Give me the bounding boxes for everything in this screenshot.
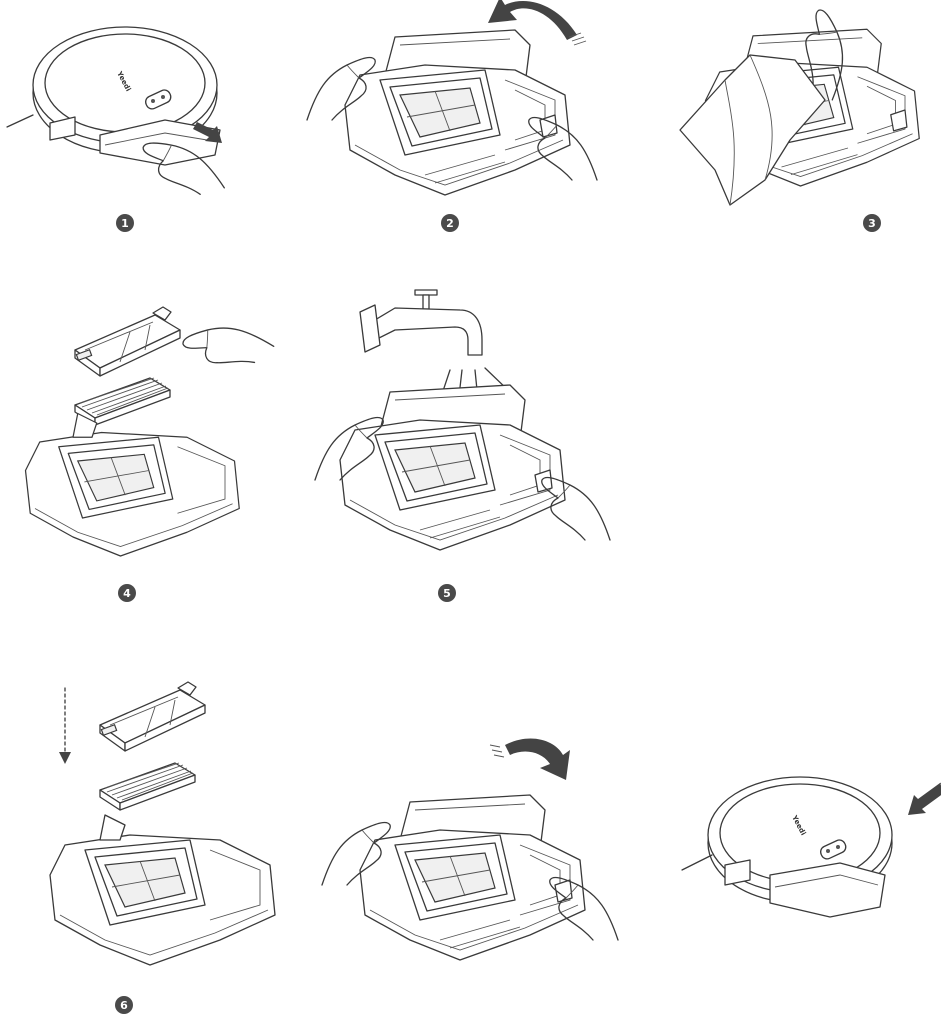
svg-text:2: 2 [446, 217, 454, 230]
step-badge-3: 3 [863, 214, 881, 232]
step-badge-2: 2 [441, 214, 459, 232]
reinstall-filters-illustration [50, 682, 275, 965]
svg-text:1: 1 [121, 217, 129, 230]
rinse-dustbin-illustration [315, 290, 610, 550]
tap-empty-dustbin-illustration [680, 8, 919, 205]
step-badge-6: 6 [115, 996, 133, 1014]
svg-text:5: 5 [443, 587, 451, 600]
svg-text:3: 3 [868, 217, 876, 230]
reinsert-dustbin-illustration: Yeedi [682, 777, 941, 917]
push-in-arrow-icon [908, 783, 941, 815]
svg-text:4: 4 [123, 587, 131, 600]
curved-arrow-icon [505, 738, 570, 780]
close-dustbin-lid-illustration [322, 738, 618, 960]
remove-dustbin-illustration: Yeedi [7, 27, 224, 206]
remove-filters-illustration [25, 298, 273, 556]
open-dustbin-lid-illustration [307, 0, 597, 195]
step-badge-1: 1 [116, 214, 134, 232]
svg-text:6: 6 [120, 999, 128, 1012]
down-arrow-icon [59, 752, 71, 764]
step-badge-5: 5 [438, 584, 456, 602]
step-badge-4: 4 [118, 584, 136, 602]
